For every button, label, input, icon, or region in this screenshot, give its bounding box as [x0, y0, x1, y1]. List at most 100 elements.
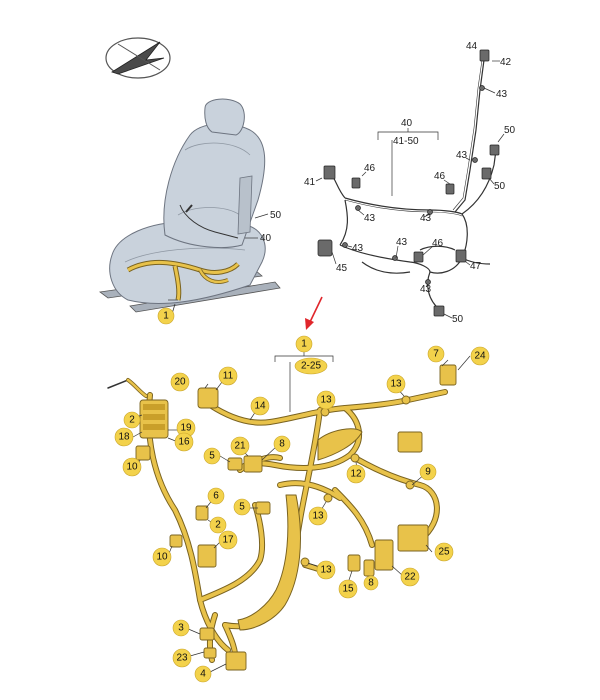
callout-badge — [419, 463, 437, 481]
connector-8b-icon — [363, 559, 375, 577]
callout-9: 9 — [425, 467, 431, 478]
callout-badge — [194, 665, 212, 683]
callout-badge — [152, 547, 172, 567]
callout-21: 21 — [234, 441, 246, 452]
connector-47-icon — [455, 249, 467, 263]
connector-17-icon — [197, 544, 217, 568]
label-47: 47 — [470, 261, 482, 272]
callout-badge — [470, 346, 490, 366]
connector-46c-icon — [413, 251, 424, 263]
label-45: 45 — [336, 263, 348, 274]
callout-13: 13 — [390, 379, 402, 390]
label-44: 44 — [466, 41, 478, 52]
callout-8: 8 — [368, 578, 374, 589]
callout-badge — [157, 307, 175, 325]
callout-23: 23 — [176, 653, 188, 664]
callout-20: 20 — [174, 377, 186, 388]
connector-5b-icon — [255, 501, 271, 515]
callout-13: 13 — [320, 395, 332, 406]
connector-50a-icon — [489, 144, 500, 156]
connector-4-icon — [225, 651, 247, 671]
connector-46b-icon — [445, 183, 455, 195]
clip-13d-icon — [300, 557, 310, 567]
callout-badge — [400, 567, 420, 587]
clip-9-icon — [405, 480, 415, 490]
label-43: 43 — [352, 243, 364, 254]
label-40-group: 40 — [401, 118, 413, 129]
seat-harness-highlight — [126, 259, 240, 315]
callout-17: 17 — [222, 535, 234, 546]
callout-badge — [230, 436, 250, 456]
label-43: 43 — [496, 89, 508, 100]
seat-label-40: 40 — [260, 233, 272, 244]
harness-connectors — [135, 364, 457, 671]
callout-19: 19 — [180, 423, 192, 434]
callout-18: 18 — [118, 432, 130, 443]
connector-10a-icon — [135, 445, 151, 461]
callouts: 1 1 2-25 7 24 20 11 13 13 14 2 19 18 16 … — [114, 307, 490, 683]
orientation-compass-icon — [105, 37, 171, 79]
connector-50b-icon — [481, 167, 492, 180]
callout-13: 13 — [312, 511, 324, 522]
callout-badge — [170, 372, 190, 392]
upper-leader-lines — [315, 60, 505, 319]
connector-7-icon — [439, 364, 457, 386]
label-43: 43 — [420, 213, 432, 224]
clip-13b-icon — [401, 395, 411, 405]
callout-badge — [316, 560, 336, 580]
callout-badge — [172, 619, 190, 637]
label-41-50-range: 41-50 — [393, 136, 419, 147]
callout-badge — [346, 464, 366, 484]
callout-16: 16 — [178, 437, 190, 448]
callout-badge — [363, 575, 379, 591]
clip-13c-icon — [323, 493, 333, 503]
callout-badge — [209, 516, 227, 534]
callout-badge — [295, 335, 313, 353]
seat-label-50: 50 — [270, 210, 282, 221]
callout-7: 7 — [433, 349, 439, 360]
callout-badge — [294, 357, 328, 375]
callout-1: 1 — [301, 339, 307, 350]
clip-12-icon — [350, 453, 360, 463]
label-46: 46 — [432, 238, 444, 249]
callout-badge — [122, 457, 142, 477]
callout-3: 3 — [178, 623, 184, 634]
callout-badge — [233, 498, 251, 516]
label-43: 43 — [364, 213, 376, 224]
callout-12: 12 — [350, 469, 362, 480]
callout-badge — [218, 366, 238, 386]
callout-badge — [207, 487, 225, 505]
label-46: 46 — [434, 171, 446, 182]
connector-25-icon — [397, 524, 429, 552]
backrest-connectors — [317, 49, 500, 317]
connector-22-icon — [374, 539, 394, 571]
callout-badge — [123, 411, 141, 429]
connector-5a-icon — [227, 457, 243, 471]
callout-badge — [250, 396, 270, 416]
callout-25: 25 — [438, 547, 450, 558]
connector-right-icon — [397, 431, 423, 453]
callout-15: 15 — [342, 584, 354, 595]
callout-badge — [338, 579, 358, 599]
callout-5: 5 — [239, 502, 245, 513]
connector-50c-icon — [433, 305, 445, 317]
connector-21-icon — [243, 455, 263, 473]
connector-45-icon — [317, 239, 333, 257]
callout-2-25: 2-25 — [301, 361, 321, 372]
callout-24: 24 — [474, 351, 486, 362]
label-42: 42 — [500, 57, 512, 68]
connector-6-icon — [195, 505, 209, 521]
callout-badge — [386, 374, 406, 394]
callout-11: 11 — [223, 371, 234, 382]
callout-5: 5 — [209, 451, 215, 462]
pointer-arrow-icon — [305, 296, 323, 330]
callout-badge — [427, 345, 445, 363]
connector-15-icon — [347, 554, 361, 572]
label-50: 50 — [494, 181, 506, 192]
label-41: 41 — [304, 177, 316, 188]
callout-10: 10 — [156, 552, 168, 563]
connector-41-icon — [323, 165, 336, 180]
callout-10: 10 — [126, 462, 138, 473]
callout-8: 8 — [279, 439, 285, 450]
